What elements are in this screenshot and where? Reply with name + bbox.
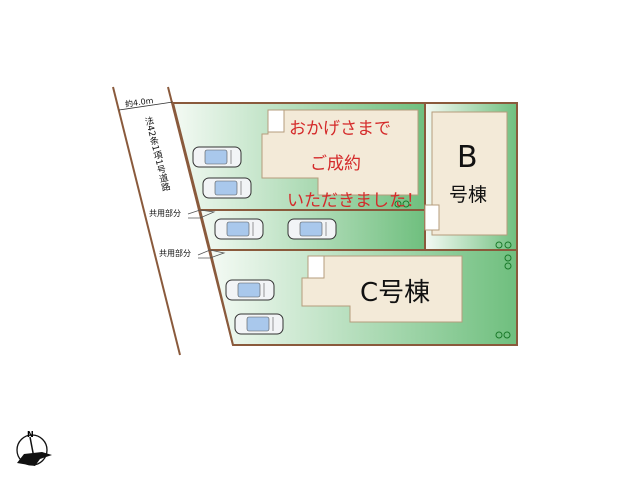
road-left-edge <box>112 86 181 356</box>
shared-part-label: 共用部分 <box>149 209 181 218</box>
north-compass-icon <box>16 434 52 466</box>
car <box>214 218 264 240</box>
sold-message-line-2: ご成約 <box>310 154 361 174</box>
building-a <box>261 109 419 196</box>
car <box>202 177 252 199</box>
car <box>225 279 275 301</box>
lot-b-letter: B <box>457 140 478 175</box>
car <box>192 146 242 168</box>
car <box>287 218 337 240</box>
north-label: N <box>27 430 34 439</box>
building-b <box>431 111 508 236</box>
sold-message-line-1: おかげさまで <box>289 119 391 139</box>
building-c <box>301 255 463 323</box>
lot-b-suffix: 号棟 <box>449 184 488 206</box>
shared-part-label: 共用部分 <box>159 249 191 258</box>
sold-message-line-3: いただきました！ <box>287 191 423 211</box>
lot-c-name: C号棟 <box>360 278 431 308</box>
car <box>234 313 284 335</box>
